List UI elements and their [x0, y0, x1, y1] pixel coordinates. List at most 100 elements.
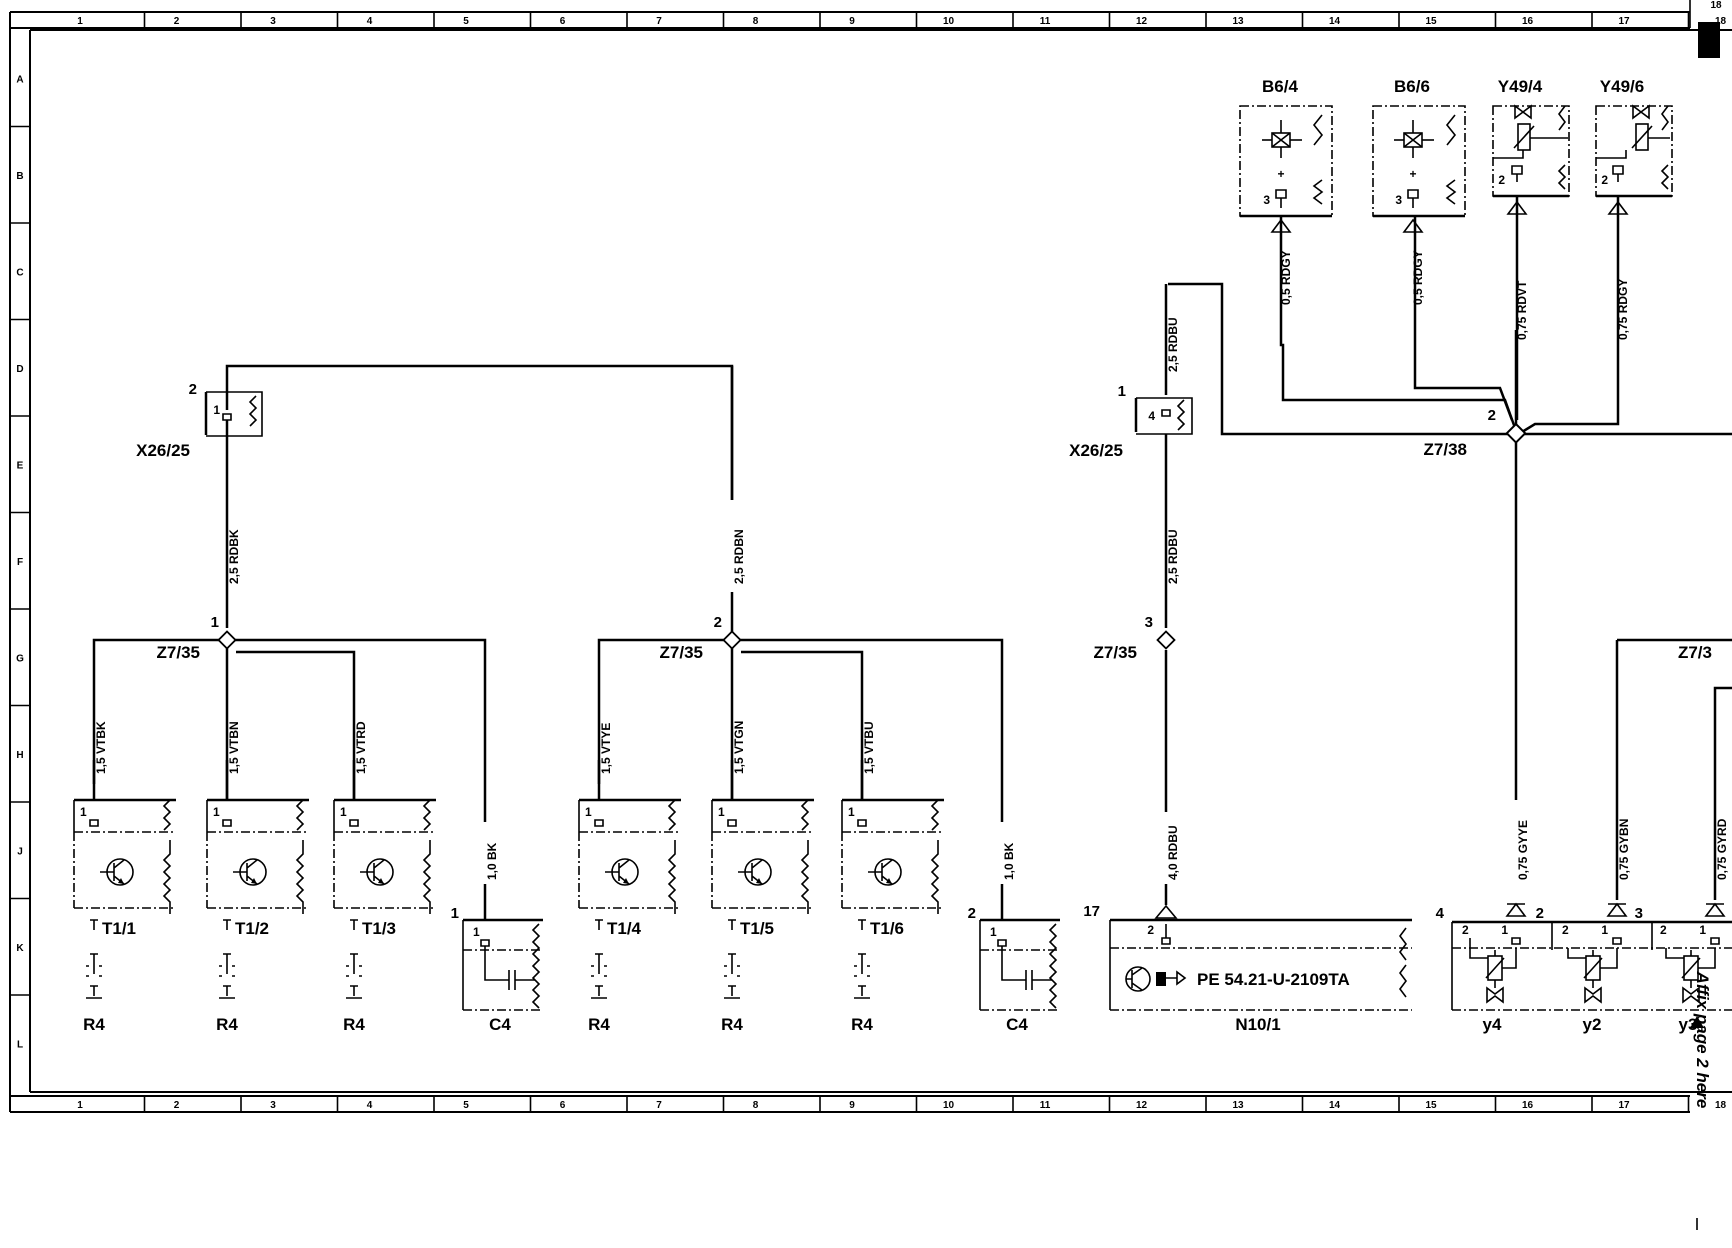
- grid-col-label: 2: [174, 16, 180, 27]
- grid-row-label: D: [16, 364, 23, 375]
- svg-text:2,5 RDBN: 2,5 RDBN: [732, 529, 746, 584]
- svg-text:0,75 GYYE: 0,75 GYYE: [1516, 820, 1530, 880]
- grid-row-label: J: [17, 846, 23, 857]
- control-unit-n10-1: 17 2 PE 54.21-U-2109TA N10/1: [1083, 903, 1412, 1034]
- connector-x26-25-right: 2,5 RDBU 1 4 X26/25 2,5 RDBU: [1069, 284, 1193, 628]
- svg-text:2: 2: [1536, 905, 1544, 922]
- transistor-label: T1/6: [870, 919, 904, 938]
- affix-note: Affix page 2 here: [1693, 971, 1712, 1109]
- capacitor-label: C4: [489, 1015, 511, 1034]
- grid-col-label: 5: [463, 1100, 469, 1111]
- svg-text:1: 1: [585, 805, 592, 819]
- connector-label: X26/25: [1069, 441, 1123, 460]
- grid-row-label: A: [16, 74, 23, 85]
- sensor-label: R4: [83, 1015, 105, 1034]
- grid-col-label: 15: [1425, 16, 1437, 27]
- svg-text:4,0 RDBU: 4,0 RDBU: [1166, 825, 1180, 880]
- wire-label: 0,5 RDGY: [1411, 250, 1425, 305]
- grid-col-label: 14: [1329, 16, 1341, 27]
- svg-text:2: 2: [1488, 407, 1496, 424]
- component-label: B6/6: [1394, 77, 1430, 96]
- svg-text:1: 1: [1501, 923, 1508, 937]
- svg-text:2: 2: [968, 905, 976, 922]
- grid-col-label: 14: [1329, 1100, 1341, 1111]
- svg-text:2: 2: [1601, 173, 1608, 187]
- valve-y49-4: Y49/4 2 0,75 RDVT: [1492, 77, 1570, 420]
- grid-col-label: 6: [560, 16, 566, 27]
- grid-col-label: 17: [1618, 16, 1630, 27]
- grid-row-label: K: [16, 943, 24, 954]
- valve-y49-6: Y49/6 2 0,75 RDGY: [1521, 77, 1673, 434]
- svg-text:2: 2: [189, 381, 197, 398]
- splice-z7-38: 2 Z7/38: [1168, 282, 1732, 800]
- grid-col-label: 9: [849, 1100, 855, 1111]
- grid-col-label: 7: [656, 16, 662, 27]
- grid-col-label: 13: [1232, 16, 1244, 27]
- svg-text:4: 4: [1436, 905, 1445, 922]
- grid-col-label: 17: [1618, 1100, 1630, 1111]
- valve-label: y3: [1679, 1015, 1698, 1034]
- grid-col-label: 1: [77, 16, 83, 27]
- wire-label: 0,75 RDGY: [1616, 279, 1630, 340]
- page-number: 18: [1710, 0, 1722, 11]
- transistor-label: T1/3: [362, 919, 396, 938]
- component-label: N10/1: [1235, 1015, 1280, 1034]
- connector-x26-25-left: 2 1 X26/25 2,5 RDBK 2,5 RDBN: [136, 364, 746, 628]
- component-label: Y49/4: [1498, 77, 1543, 96]
- valve-block: 4 2 1 y4 0,75 GYYE 2 2 1 y2 0,75 GYBN: [1436, 638, 1732, 1034]
- grid-row-label: E: [17, 460, 24, 471]
- grid-col-label: 7: [656, 1100, 662, 1111]
- svg-text:2: 2: [1562, 923, 1569, 937]
- sensor-b6-6: B6/6 + 3 0,5 RDGY: [1372, 77, 1514, 421]
- grid-col-label: 6: [560, 1100, 566, 1111]
- transistor-label: T1/1: [102, 919, 136, 938]
- splice-label: Z7/35: [1094, 643, 1137, 662]
- svg-text:1: 1: [211, 614, 219, 631]
- grid-col-label: 8: [753, 1100, 759, 1111]
- grid-col-label: 4: [367, 1100, 373, 1111]
- wire-label: 1,5 VTBN: [227, 721, 241, 774]
- splice-label: Z7/35: [157, 643, 200, 662]
- svg-text:1: 1: [473, 925, 480, 939]
- drawing-frame: [9, 11, 1732, 1113]
- wire-label: 1,5 VTGN: [732, 721, 746, 774]
- svg-text:1: 1: [213, 805, 220, 819]
- transistor-label: T1/2: [235, 919, 269, 938]
- svg-text:3: 3: [1635, 905, 1643, 922]
- grid-col-label: 2: [174, 1100, 180, 1111]
- svg-text:2: 2: [1147, 923, 1154, 937]
- svg-text:1: 1: [848, 805, 855, 819]
- side-note: Affix page 2 here: [1690, 971, 1712, 1230]
- grid-col-label: 10: [943, 1100, 955, 1111]
- grid-col-label: 8: [753, 16, 759, 27]
- svg-text:2: 2: [1462, 923, 1469, 937]
- svg-text:2: 2: [714, 614, 722, 631]
- valve-y3: 3 2 1 y3 0,75 GYRD: [1635, 686, 1732, 1034]
- sensor-label: R4: [851, 1015, 873, 1034]
- svg-text:1,0 BK: 1,0 BK: [485, 842, 499, 880]
- svg-text:17: 17: [1083, 903, 1100, 920]
- grid-col-label: 4: [367, 16, 373, 27]
- grid-col-label: 12: [1136, 1100, 1148, 1111]
- svg-text:1: 1: [1118, 383, 1126, 400]
- grid-row-label: L: [17, 1039, 23, 1050]
- svg-text:2: 2: [1498, 173, 1505, 187]
- grid-col-label: 5: [463, 16, 469, 27]
- valve-label: y2: [1583, 1015, 1602, 1034]
- valve-y2: 2 2 1 y2 0,75 GYBN: [1536, 638, 1732, 1034]
- svg-text:1: 1: [1699, 923, 1706, 937]
- svg-text:2,5 RDBU: 2,5 RDBU: [1166, 317, 1180, 372]
- grid-col-label: 12: [1136, 16, 1148, 27]
- wire-label: 0,5 RDGY: [1279, 250, 1293, 305]
- grid-col-label: 15: [1425, 1100, 1437, 1111]
- grid-col-label: 1: [77, 1100, 83, 1111]
- splice-label: Z7/35: [660, 643, 703, 662]
- grid-col-label: 16: [1522, 1100, 1534, 1111]
